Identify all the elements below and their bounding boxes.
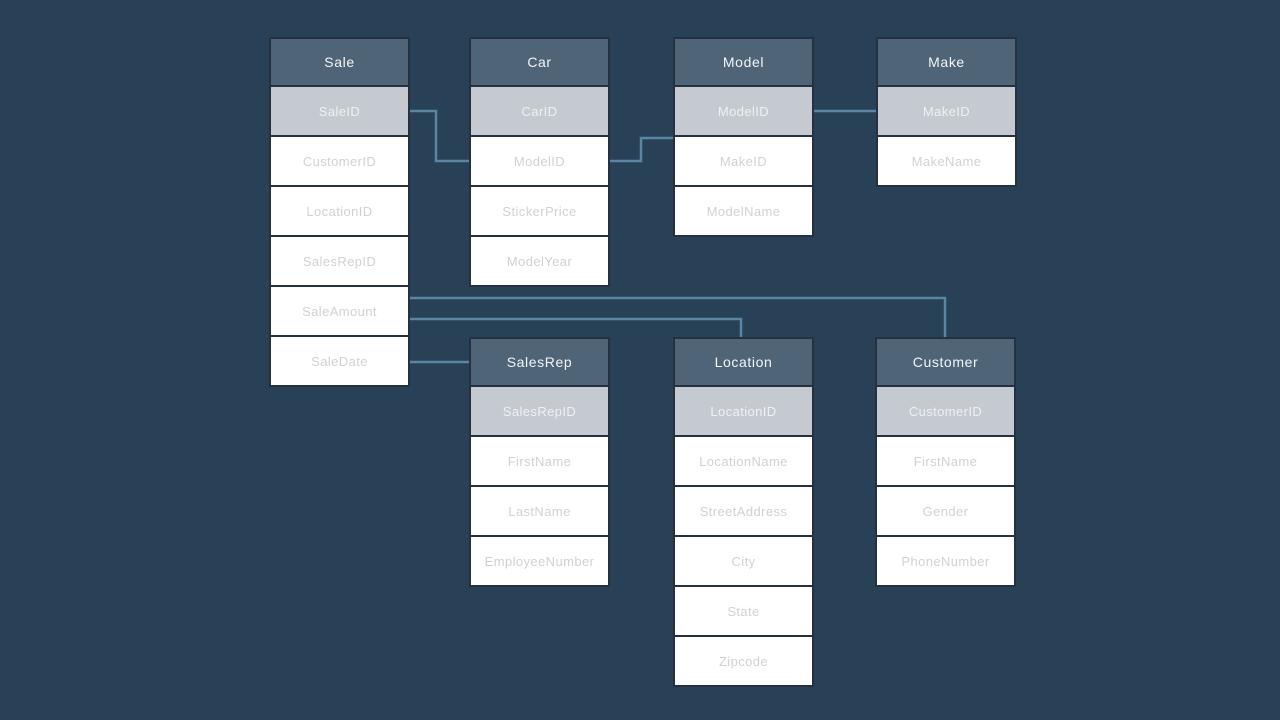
field-sale-saledate: SaleDate xyxy=(271,337,408,385)
field-customer-gender: Gender xyxy=(877,487,1014,535)
table-customer: Customer CustomerID FirstName Gender Pho… xyxy=(875,337,1016,587)
field-make-makename: MakeName xyxy=(878,137,1015,185)
field-location-city: City xyxy=(675,537,812,585)
table-salesrep-title: SalesRep xyxy=(471,339,608,385)
field-customer-customerid: CustomerID xyxy=(877,387,1014,435)
field-location-state: State xyxy=(675,587,812,635)
field-sale-locationid: LocationID xyxy=(271,187,408,235)
field-model-makeid: MakeID xyxy=(675,137,812,185)
connector-sale-to-customer xyxy=(410,296,947,338)
field-location-locationname: LocationName xyxy=(675,437,812,485)
table-car-title: Car xyxy=(471,39,608,85)
field-customer-firstname: FirstName xyxy=(877,437,1014,485)
table-model: Model ModelID MakeID ModelName xyxy=(673,37,814,237)
field-model-modelid: ModelID xyxy=(675,87,812,135)
table-customer-title: Customer xyxy=(877,339,1014,385)
field-location-locationid: LocationID xyxy=(675,387,812,435)
field-salesrep-firstname: FirstName xyxy=(471,437,608,485)
field-salesrep-salesrepid: SalesRepID xyxy=(471,387,608,435)
field-location-zipcode: Zipcode xyxy=(675,637,812,685)
field-sale-saleid: SaleID xyxy=(271,87,408,135)
connector-car-modelid-to-model xyxy=(610,136,673,163)
field-model-modelname: ModelName xyxy=(675,187,812,235)
connector-sale-saleid-to-car-modelid xyxy=(410,109,469,163)
field-car-stickerprice: StickerPrice xyxy=(471,187,608,235)
field-car-modelyear: ModelYear xyxy=(471,237,608,285)
field-salesrep-lastname: LastName xyxy=(471,487,608,535)
field-sale-salesrepid: SalesRepID xyxy=(271,237,408,285)
table-sale-title: Sale xyxy=(271,39,408,85)
connector-sale-to-location xyxy=(410,317,743,338)
table-make: Make MakeID MakeName xyxy=(876,37,1017,187)
field-customer-phonenumber: PhoneNumber xyxy=(877,537,1014,585)
field-car-modelid: ModelID xyxy=(471,137,608,185)
field-car-carid: CarID xyxy=(471,87,608,135)
field-sale-customerid: CustomerID xyxy=(271,137,408,185)
field-make-makeid: MakeID xyxy=(878,87,1015,135)
field-sale-saleamount: SaleAmount xyxy=(271,287,408,335)
field-salesrep-employeenumber: EmployeeNumber xyxy=(471,537,608,585)
field-location-streetaddress: StreetAddress xyxy=(675,487,812,535)
table-location-title: Location xyxy=(675,339,812,385)
table-sale: Sale SaleID CustomerID LocationID SalesR… xyxy=(269,37,410,387)
table-location: Location LocationID LocationName StreetA… xyxy=(673,337,814,687)
table-car: Car CarID ModelID StickerPrice ModelYear xyxy=(469,37,610,287)
table-model-title: Model xyxy=(675,39,812,85)
table-make-title: Make xyxy=(878,39,1015,85)
table-salesrep: SalesRep SalesRepID FirstName LastName E… xyxy=(469,337,610,587)
